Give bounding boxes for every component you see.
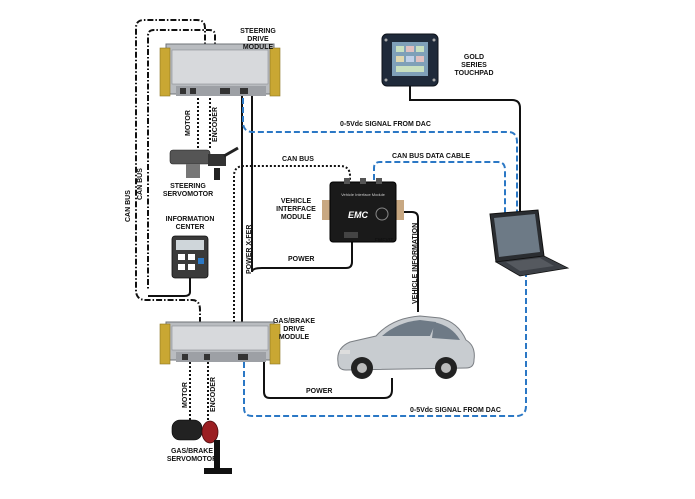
- motor-top-label: MOTOR: [185, 110, 192, 136]
- gas-brake-servomotor-label: GAS/BRAKE SERVOMOTOR: [162, 448, 222, 464]
- label-line: SERVOMOTOR: [166, 456, 218, 463]
- label-line: STEERING: [170, 183, 206, 190]
- power-xfer-label: POWER X-FER: [246, 224, 253, 274]
- label-line: DRIVE: [247, 36, 269, 43]
- gold-touchpad-label: GOLD SERIES TOUCHPAD: [448, 54, 500, 78]
- label-line: SERIES: [461, 62, 487, 69]
- can-bus-left-outer-label: CAN BUS: [125, 190, 132, 222]
- label-line: SERVOMOTOR: [162, 191, 214, 198]
- signal-dac-bottom-cable: [243, 272, 527, 417]
- vim-badge-label: EMEVIT: [375, 238, 394, 244]
- label-line: INTERFACE: [276, 206, 316, 213]
- label-line: MODULE: [242, 44, 274, 51]
- gas-brake-servomotor: [171, 419, 232, 474]
- motor-encoder-bottom-cable: [189, 362, 209, 420]
- can-bus-data-cable: [373, 161, 506, 214]
- label-line: GOLD: [463, 54, 485, 61]
- vehicle-car: [337, 315, 475, 379]
- power-xfer-cable-2: [251, 95, 353, 273]
- vim-brand-label: EMC: [348, 210, 369, 220]
- label-line: MODULE: [280, 214, 312, 221]
- information-center-label: INFORMATION CENTER: [160, 216, 220, 232]
- encoder-bottom-label: ENCODER: [210, 376, 217, 412]
- label-line: CENTER: [175, 224, 205, 231]
- encoder-top-label: ENCODER: [212, 106, 219, 142]
- gold-touchpad-device: [381, 33, 439, 87]
- laptop-computer: [489, 209, 570, 277]
- signal-dac-top-cable: [242, 98, 518, 214]
- signal-dac-top-label: 0-5Vdc SIGNAL FROM DAC: [340, 121, 431, 128]
- label-line: GAS/BRAKE: [170, 448, 213, 455]
- gas-brake-drive-module: [159, 321, 281, 365]
- label-line: INFORMATION: [165, 216, 215, 223]
- can-bus-outer-cable: [135, 19, 206, 325]
- can-bus-data-cable-label: CAN BUS DATA CABLE: [392, 153, 471, 160]
- steering-drive-module-label: STEERING DRIVE MODULE: [232, 28, 284, 52]
- vehicle-info-cable: [404, 211, 419, 312]
- motor-bottom-label: MOTOR: [182, 382, 189, 408]
- power-car-cable: [263, 362, 393, 399]
- power-vim-label: POWER: [288, 256, 315, 263]
- can-bus-mid-label: CAN BUS: [282, 156, 314, 163]
- can-bus-left-inner-label: CAN BUS: [137, 168, 144, 200]
- label-line: MODULE: [278, 334, 310, 341]
- steering-servomotor: [169, 146, 239, 180]
- label-line: STEERING: [240, 28, 276, 35]
- label-line: VEHICLE: [280, 198, 312, 205]
- power-car-label: POWER: [306, 388, 333, 395]
- vehicle-interface-module-device: Vehicle Interface Module EMC EMEVIT: [322, 178, 404, 244]
- steering-servomotor-label: STEERING SERVOMOTOR: [158, 183, 218, 199]
- motor-encoder-top-cable: [197, 98, 211, 150]
- information-center-device: [171, 235, 209, 279]
- label-line: DRIVE: [283, 326, 305, 333]
- touchpad-cable: [409, 84, 521, 214]
- steering-drive-module: [159, 43, 281, 97]
- signal-dac-bottom-label: 0-5Vdc SIGNAL FROM DAC: [410, 407, 501, 414]
- label-line: GAS/BRAKE: [272, 318, 315, 325]
- vehicle-interface-module-label: VEHICLE INTERFACE MODULE: [270, 198, 322, 222]
- vim-small-label: Vehicle Interface Module: [341, 192, 386, 197]
- label-line: TOUCHPAD: [454, 70, 494, 77]
- gas-brake-drive-module-label: GAS/BRAKE DRIVE MODULE: [270, 318, 318, 342]
- info-center-cable: [148, 278, 191, 297]
- vehicle-information-label: VEHICLE INFORMATION: [412, 222, 419, 304]
